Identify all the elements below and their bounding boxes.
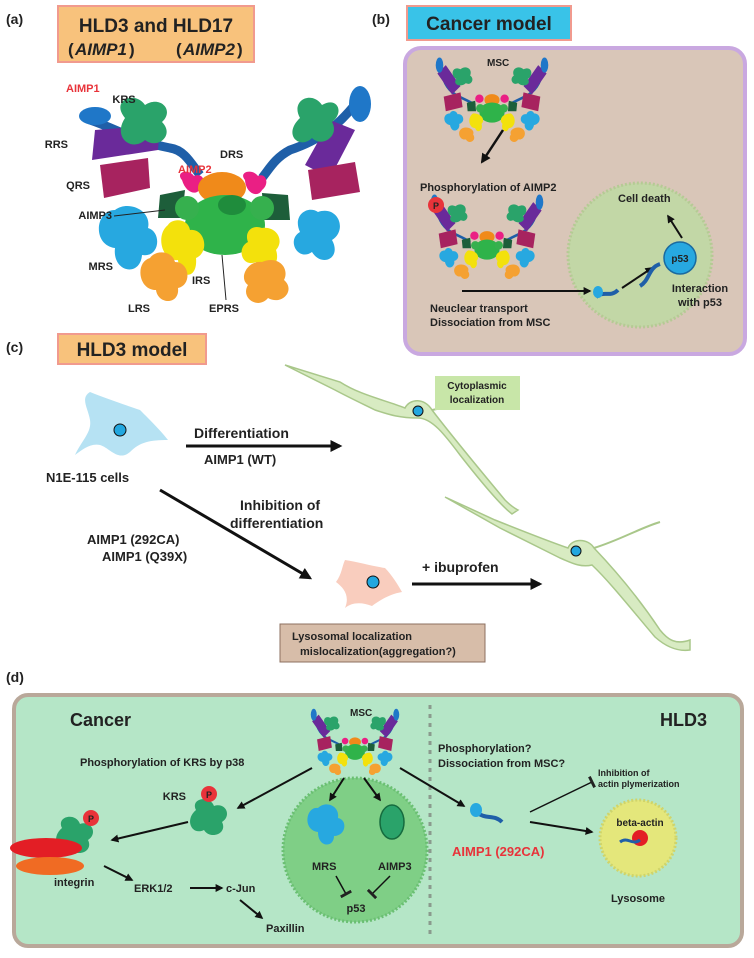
svg-text:(: ( bbox=[68, 40, 74, 59]
panel-a-gene1: AIMP1 bbox=[74, 40, 127, 59]
panel-d-hld3: HLD3 bbox=[660, 710, 707, 730]
panel-b-p53: p53 bbox=[671, 254, 689, 265]
label-krs: KRS bbox=[112, 94, 135, 106]
panel-c-title: HLD3 model bbox=[77, 340, 188, 361]
panel-d-inhib1: Inhibition of bbox=[598, 768, 650, 778]
svg-text:P: P bbox=[206, 790, 212, 800]
panel-a-title-box bbox=[57, 5, 255, 63]
p53-circle bbox=[663, 241, 697, 275]
panel-d-dissoc-q: Dissociation from MSC? bbox=[438, 758, 565, 770]
panel-d-aimp3: AIMP3 bbox=[378, 861, 412, 873]
panel-c: (c) HLD3 model Cytoplasmic localization … bbox=[6, 333, 691, 663]
label-aimp2: AIMP2 bbox=[178, 164, 212, 176]
panel-c-title-box bbox=[57, 333, 207, 365]
panel-b-transport1: Neuclear transport bbox=[430, 303, 528, 315]
panel-d-p53: p53 bbox=[347, 903, 366, 915]
panel-c-mut1: AIMP1 (292CA) bbox=[87, 532, 179, 547]
beta-actin-dot bbox=[632, 830, 648, 846]
panel-c-differentiation: Differentiation bbox=[194, 425, 289, 441]
panel-c-inhibition1: Inhibition of bbox=[240, 497, 320, 513]
panel-d-cjun: c-Jun bbox=[226, 883, 256, 895]
svg-text:P: P bbox=[433, 201, 439, 211]
panel-c-inhibition2: differentiation bbox=[230, 515, 323, 531]
krs-shape bbox=[190, 799, 228, 836]
panel-c-cytoplasmic2: localization bbox=[450, 395, 504, 406]
panel-d-phos-krs: Phosphorylation of KRS by p38 bbox=[80, 757, 244, 769]
cytoplasmic-label-box bbox=[435, 376, 520, 410]
label-mrs: MRS bbox=[89, 261, 113, 273]
panel-d-letter: (d) bbox=[6, 669, 24, 685]
panel-d-mrs: MRS bbox=[312, 861, 336, 873]
panel-c-lysosomal2: mislocalization(aggregation?) bbox=[300, 646, 456, 658]
aimp3-shape bbox=[379, 804, 405, 840]
panel-a-letter: (a) bbox=[6, 11, 23, 27]
neuron-upper bbox=[284, 364, 520, 515]
integrin-orange bbox=[16, 857, 84, 875]
panel-a: (a) HLD3 and HLD17 ( AIMP1 ) ( AIMP2 ) bbox=[6, 5, 371, 315]
label-qrs: QRS bbox=[66, 180, 90, 192]
panel-d-beta-actin: beta-actin bbox=[616, 818, 663, 829]
svg-text:P: P bbox=[88, 814, 94, 824]
mrs-shape bbox=[307, 804, 345, 845]
panel-c-aimp1-wt: AIMP1 (WT) bbox=[204, 452, 276, 467]
panel-b-title-box bbox=[406, 5, 572, 41]
mutant-nucleus bbox=[366, 575, 380, 589]
panel-d-inhib2: actin plymerization bbox=[598, 779, 680, 789]
msc-complex-large bbox=[79, 86, 371, 303]
nucleus bbox=[566, 181, 714, 329]
lysosomal-label-box bbox=[279, 623, 486, 663]
svg-text:): ) bbox=[129, 40, 135, 59]
neuron-upper-nucleus bbox=[412, 405, 424, 417]
phospho-badge-krs bbox=[201, 786, 217, 802]
panel-d-paxillin: Paxillin bbox=[266, 923, 305, 935]
panel-b-transport2: Dissociation from MSC bbox=[430, 317, 550, 329]
panel-c-letter: (c) bbox=[6, 339, 23, 355]
panel-d-cancer: Cancer bbox=[70, 710, 131, 730]
panel-d-msc: MSC bbox=[350, 708, 372, 719]
phospho-badge-b bbox=[428, 197, 444, 213]
panel-c-cytoplasmic1: Cytoplasmic bbox=[447, 381, 507, 392]
panel-c-ibuprofen: + ibuprofen bbox=[422, 559, 499, 575]
phospho-badge-integrin bbox=[83, 810, 99, 826]
n1e-nucleus bbox=[113, 423, 127, 437]
panel-c-n1e: N1E-115 cells bbox=[46, 470, 129, 485]
label-aimp3: AIMP3 bbox=[78, 210, 112, 222]
panel-c-mut2: AIMP1 (Q39X) bbox=[102, 549, 187, 564]
panel-a-gene2: AIMP2 bbox=[182, 40, 236, 59]
label-rrs: RRS bbox=[45, 139, 68, 151]
panel-d-krs: KRS bbox=[163, 791, 186, 803]
panel-d-phos-q: Phosphorylation? bbox=[438, 743, 532, 755]
panel-b-interaction2: with p53 bbox=[677, 297, 722, 309]
panel-a-title: HLD3 and HLD17 bbox=[79, 16, 233, 37]
label-drs: DRS bbox=[220, 149, 243, 161]
panel-b-interaction1: Interaction bbox=[672, 283, 729, 295]
panel-d-lysosome: Lysosome bbox=[611, 893, 665, 905]
label-aimp1: AIMP1 bbox=[66, 83, 100, 95]
integrin-red bbox=[10, 838, 82, 858]
label-irs: IRS bbox=[192, 275, 210, 287]
label-lrs: LRS bbox=[128, 303, 150, 315]
panel-b-phos: Phosphorylation of AIMP2 bbox=[420, 182, 557, 194]
svg-text:(: ( bbox=[176, 40, 182, 59]
label-eprs: EPRS bbox=[209, 303, 239, 315]
neuron-lower-nucleus bbox=[570, 545, 582, 557]
panel-c-lysosomal1: Lysosomal localization bbox=[292, 631, 412, 643]
nucleus-d bbox=[281, 776, 429, 924]
panel-d-erk: ERK1/2 bbox=[134, 883, 173, 895]
svg-text:): ) bbox=[237, 40, 243, 59]
panel-d: (d) Cancer HLD3 MSC Phosphorylation of K… bbox=[6, 669, 744, 948]
panel-d-integrin: integrin bbox=[54, 877, 95, 889]
panel-b-letter: (b) bbox=[372, 11, 390, 27]
neuron-lower bbox=[444, 496, 691, 652]
panel-d-aimp1-mut: AIMP1 (292CA) bbox=[452, 844, 544, 859]
panel-b: (b) Cancer model MSC Phosphorylation of … bbox=[372, 5, 747, 356]
panel-b-msc: MSC bbox=[487, 58, 509, 69]
panel-b-cell-death: Cell death bbox=[618, 193, 671, 205]
panel-b-title: Cancer model bbox=[426, 14, 552, 35]
